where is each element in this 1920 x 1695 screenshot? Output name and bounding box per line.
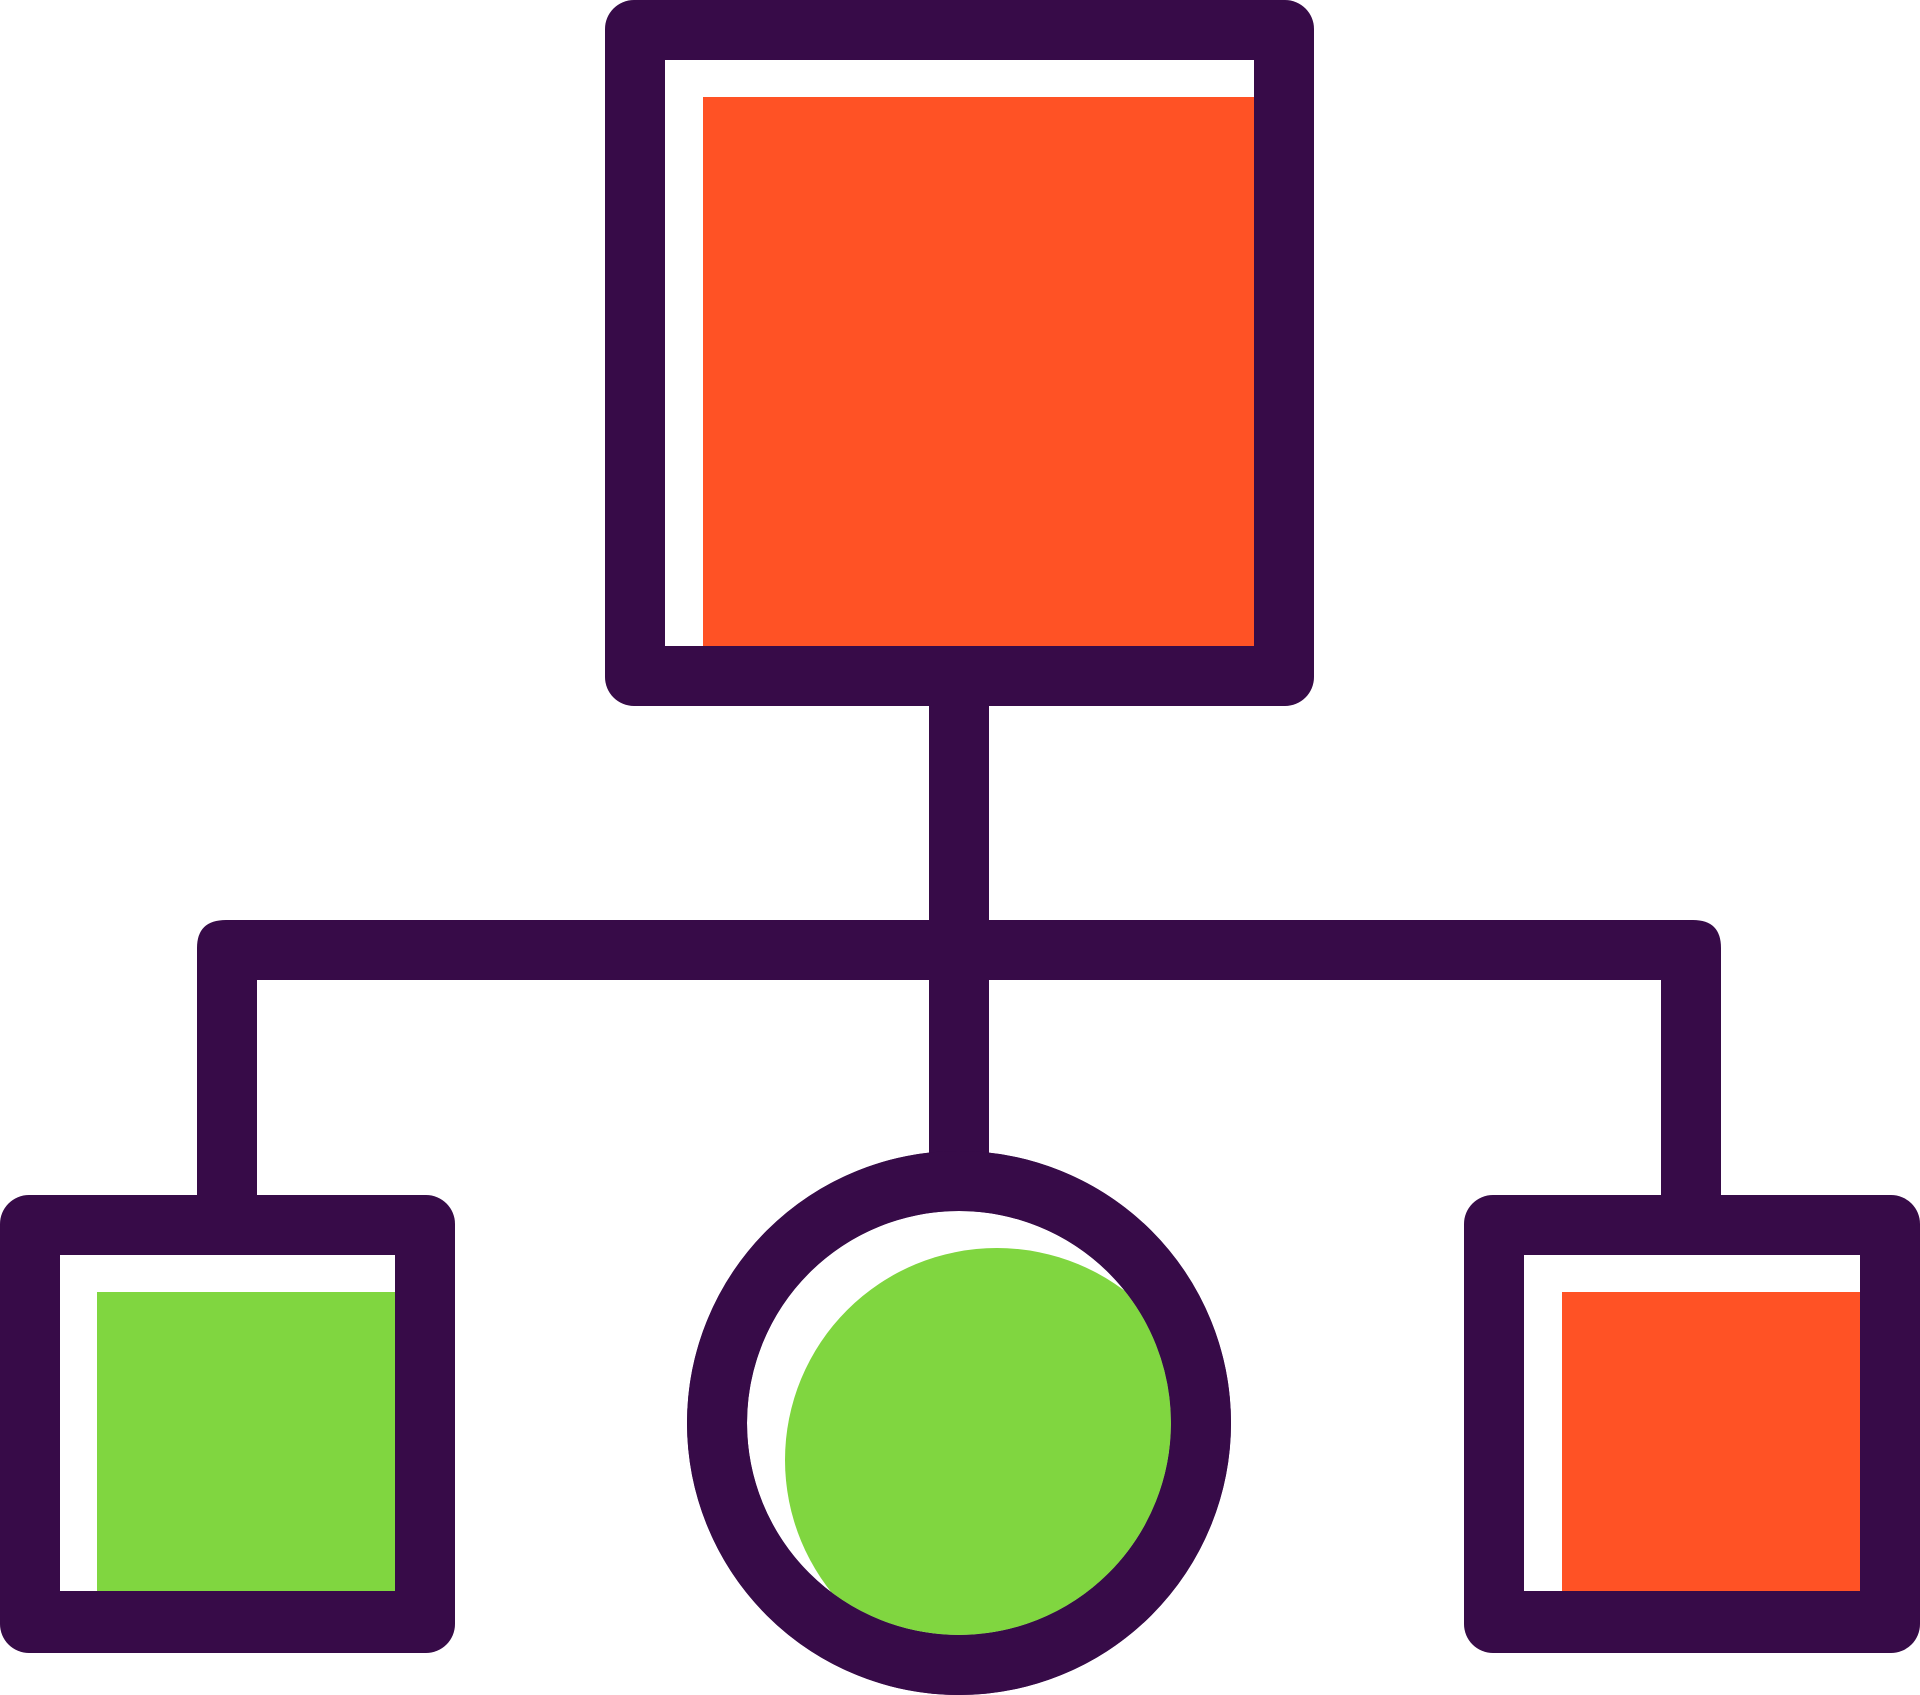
center-node-accent	[785, 1248, 1171, 1635]
center-node	[687, 1151, 1231, 1695]
right-node	[1464, 1195, 1920, 1653]
right-node-accent	[1562, 1292, 1860, 1591]
top-node	[605, 0, 1314, 706]
connector-branch	[197, 920, 1721, 1220]
connector-group	[197, 676, 1721, 1220]
left-node-accent	[97, 1292, 395, 1591]
left-node	[0, 1195, 455, 1653]
center-node-ring	[687, 1151, 1231, 1695]
top-node-accent	[703, 97, 1254, 646]
